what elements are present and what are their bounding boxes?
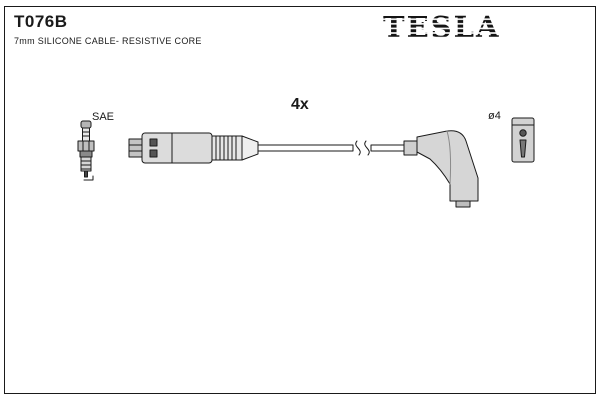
- connector-rivet-top: [149, 138, 158, 147]
- connector-left: [128, 132, 259, 164]
- cable-break-mark: [355, 140, 361, 156]
- connector-ribs: [211, 135, 243, 161]
- part-number: T076B: [14, 12, 68, 31]
- terminal-sleeve: [511, 117, 535, 163]
- boot-connector: [403, 130, 479, 208]
- quantity-label: 4x: [291, 96, 309, 113]
- connector-rivet-bottom: [149, 149, 158, 158]
- spark-plug-label: SAE: [92, 111, 115, 123]
- tesla-logo-text: TESLA: [383, 10, 501, 44]
- cable-break-mark: [364, 140, 370, 156]
- tesla-logo: TESLA: [383, 10, 501, 44]
- part-description: 7mm SILICONE CABLE- RESISTIVE CORE: [14, 36, 202, 46]
- cable-line: [257, 140, 406, 156]
- boot-nipple: [455, 200, 471, 208]
- terminal-diameter-label: ø4: [488, 110, 501, 122]
- spark-plug-drawing: [77, 120, 95, 181]
